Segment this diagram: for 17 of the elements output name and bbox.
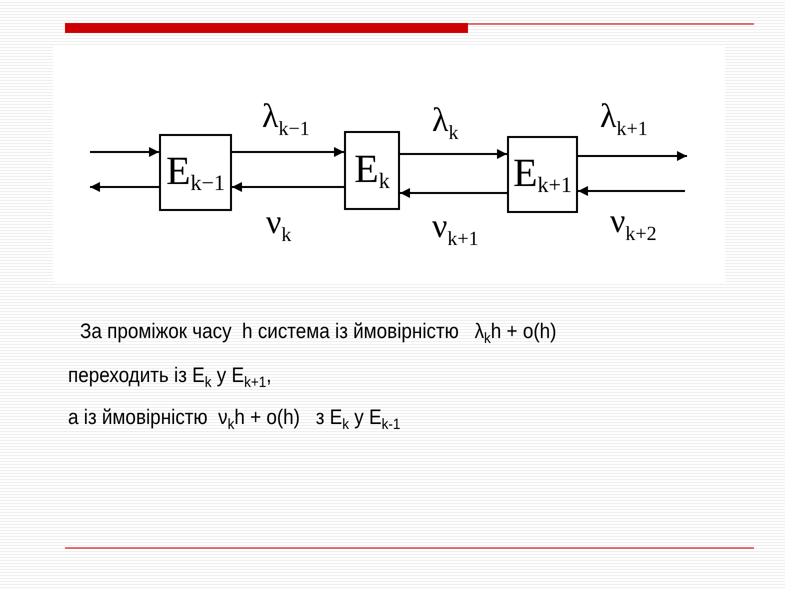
arrow bbox=[232, 182, 344, 192]
state-label: E$_{k+1}$ bbox=[513, 153, 572, 196]
arrow bbox=[232, 147, 344, 157]
state-label: E$_{k}$ bbox=[354, 149, 390, 192]
arrow bbox=[578, 186, 685, 196]
text-line: За проміжок часу h система із ймовірністю λ$_{k}$h + o(h) bbox=[80, 320, 556, 348]
state-label: E$_{k−1}$ bbox=[166, 151, 225, 194]
state-box bbox=[159, 134, 232, 211]
state-box bbox=[507, 136, 578, 213]
arrow bbox=[400, 149, 507, 159]
arrow bbox=[90, 147, 159, 157]
arrow bbox=[578, 151, 687, 161]
text-line: переходить із E$_{k}$ у E$_{k+1}$, bbox=[68, 364, 272, 392]
arrow bbox=[90, 182, 159, 192]
text-line: а із ймовірністю ν$_{k}$h + o(h) з E$_{k}$ у E$_{k-1}$ bbox=[68, 406, 400, 434]
arrow bbox=[400, 188, 507, 198]
state-box bbox=[344, 131, 400, 210]
